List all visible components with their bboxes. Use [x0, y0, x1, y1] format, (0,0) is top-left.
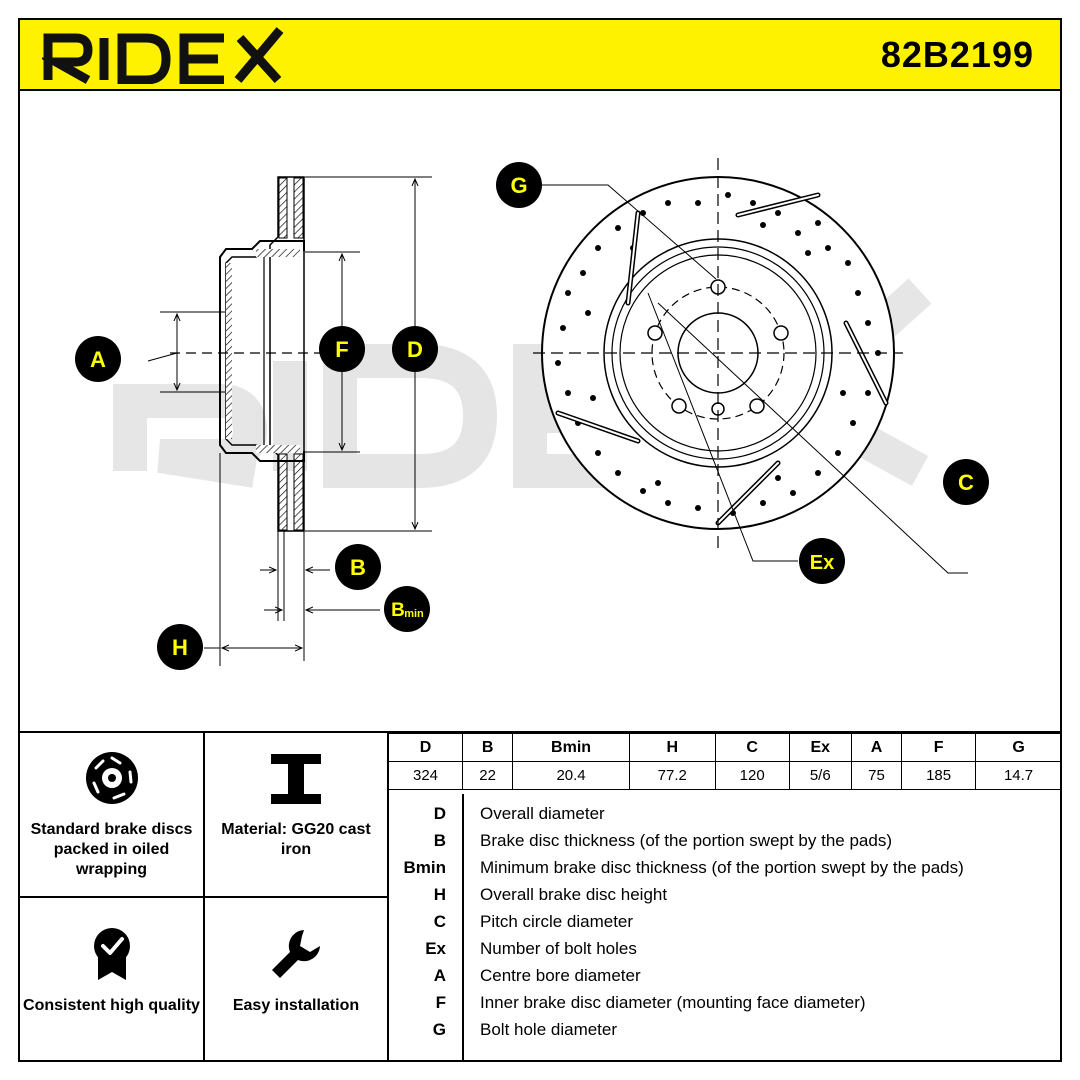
feature-label: Standard brake discs packed in oiled wra…: [30, 821, 193, 878]
brake-disc-icon: [85, 752, 138, 804]
callout-Ex: Ex: [799, 538, 845, 584]
spec-value-cell: 77.2: [628, 761, 716, 790]
spec-table: D B Bmin H C Ex A F G 324 22 20.4 77.2 1…: [388, 733, 1062, 790]
spec-header-cell: Bmin: [512, 733, 630, 762]
feature-label: Material: GG20 cast iron: [221, 821, 371, 858]
spec-header-cell: Ex: [788, 733, 852, 762]
callout-D: D: [392, 326, 438, 372]
legend-code: G: [432, 1020, 446, 1039]
feature-label: Easy installation: [232, 997, 360, 1014]
feature-material: Material: GG20 cast iron: [205, 752, 387, 860]
i-beam-material-icon: [271, 754, 321, 804]
spec-header-cell: G: [975, 733, 1062, 762]
spec-table-header: D B Bmin H C Ex A F G: [388, 733, 1062, 762]
legend-text: Overall diameter: [480, 804, 605, 823]
svg-text:min: min: [404, 608, 424, 620]
legend-text: Overall brake disc height: [480, 885, 668, 904]
spec-header-cell: D: [388, 733, 463, 762]
svg-text:Ex: Ex: [810, 552, 834, 574]
spec-header-cell: F: [901, 733, 977, 762]
callout-A: A: [75, 336, 121, 382]
legend-text: Centre bore diameter: [480, 966, 641, 985]
svg-text:G: G: [510, 173, 527, 198]
legend-code: A: [433, 966, 446, 985]
legend-code: D: [433, 804, 446, 823]
legend-code: H: [433, 885, 446, 904]
legend-code: C: [433, 912, 446, 931]
feature-grid-divider-h: [18, 896, 388, 898]
legend-text: Bolt hole diameter: [480, 1020, 618, 1039]
svg-text:B: B: [391, 600, 405, 621]
spec-value-cell: 324: [388, 761, 463, 790]
legend-text: Brake disc thickness (of the portion swe…: [480, 831, 892, 850]
legend-code: F: [435, 993, 446, 1012]
legend-divider: [462, 794, 464, 1062]
spec-value-cell: 75: [850, 761, 903, 790]
header-bar: 82B2199: [18, 18, 1062, 91]
svg-text:B: B: [350, 555, 366, 580]
callout-G: G: [496, 162, 542, 208]
legend-code: Ex: [425, 939, 446, 958]
spec-value-cell: 5/6: [788, 761, 852, 790]
svg-text:D: D: [407, 337, 423, 362]
svg-text:H: H: [172, 635, 188, 660]
spec-header-cell: H: [628, 733, 716, 762]
callout-F: F: [319, 326, 365, 372]
feature-packaging: Standard brake discs packed in oiled wra…: [20, 750, 203, 880]
feature-grid-divider-v2: [387, 733, 389, 1062]
callout-C: C: [943, 459, 989, 505]
spec-value-cell: 14.7: [975, 761, 1062, 790]
legend-text: Inner brake disc diameter (mounting face…: [480, 993, 866, 1012]
quality-badge-icon: [93, 928, 130, 980]
part-number: 82B2199: [880, 34, 1034, 75]
spec-value-cell: 20.4: [512, 761, 630, 790]
technical-drawing: A F D B B min H G C Ex: [75, 158, 989, 670]
callout-B: B: [335, 544, 381, 590]
wrench-icon: [272, 930, 320, 978]
svg-text:A: A: [90, 347, 106, 372]
legend-code: Bmin: [403, 858, 447, 877]
spec-header-cell: C: [714, 733, 790, 762]
section-divider: [18, 731, 1062, 733]
feature-installation: Easy installation: [205, 926, 387, 1016]
legend-code: B: [433, 831, 446, 850]
spec-table-values: 324 22 20.4 77.2 120 5/6 75 185 14.7: [388, 761, 1062, 790]
feature-label: Consistent high quality: [23, 997, 200, 1014]
spec-header-cell: B: [461, 733, 514, 762]
feature-quality: Consistent high quality: [20, 926, 203, 1016]
ridex-logo: [42, 27, 284, 84]
legend-text: Pitch circle diameter: [480, 912, 634, 931]
spec-header-cell: A: [850, 733, 903, 762]
legend-text: Minimum brake disc thickness (of the por…: [480, 858, 964, 877]
spec-value-cell: 22: [461, 761, 514, 790]
callout-Bmin: B min: [384, 586, 430, 632]
spec-value-cell: 185: [901, 761, 977, 790]
legend-text: Number of bolt holes: [480, 939, 637, 958]
callout-H: H: [157, 624, 203, 670]
svg-text:F: F: [335, 337, 348, 362]
front-view: [533, 158, 968, 574]
svg-text:C: C: [958, 470, 974, 495]
spec-value-cell: 120: [714, 761, 790, 790]
